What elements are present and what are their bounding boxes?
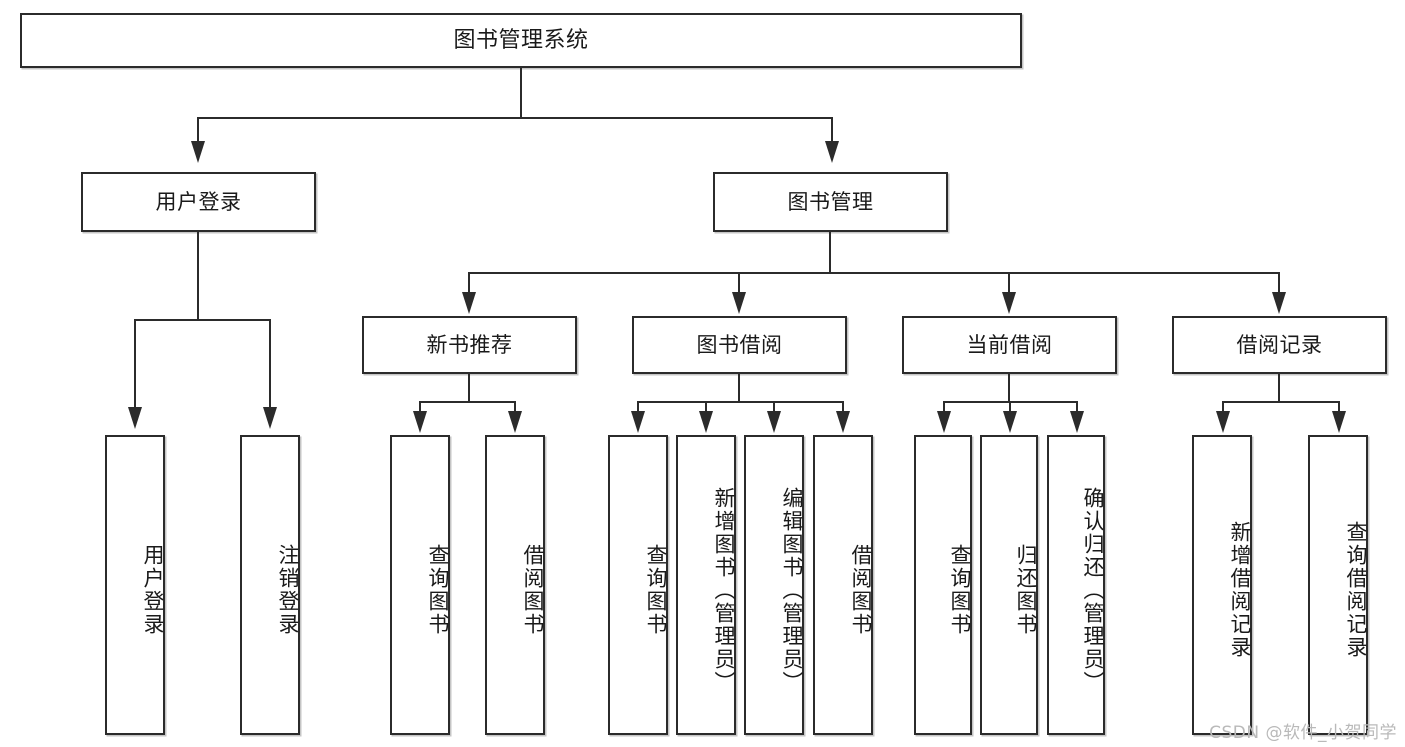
node-user-login[interactable]: 用户登录 [81, 172, 316, 232]
leaf-borrowrecord-add-record[interactable]: 新增借阅记录 [1192, 435, 1252, 735]
arrowhead-borrowrecord [1272, 292, 1286, 314]
arrowhead-leaf-newbookrec-2 [508, 411, 522, 433]
arrowhead-leaf-newbookrec-1 [413, 411, 427, 433]
arrowhead-leaf-currentborrow-1 [937, 411, 951, 433]
leaf-newbookrec-borrow-book[interactable]: 借阅图书 [485, 435, 545, 735]
leaf-label: 确认归还（管理员） [1081, 486, 1105, 694]
connector-borrowrecord-drop-1 [1222, 401, 1224, 413]
leaf-label: 查询图书 [948, 544, 972, 636]
connector-currentborrow-drop-2 [1009, 401, 1011, 413]
connector-bookborrow-drop-4 [842, 401, 844, 413]
connector-bookmanage-drop-4 [1278, 272, 1280, 294]
leaf-user-login-logout[interactable]: 注销登录 [240, 435, 300, 735]
arrowhead-leaf-bookborrow-1 [631, 411, 645, 433]
arrowhead-leaf-bookborrow-3 [767, 411, 781, 433]
connector-userlogin-drop-1 [134, 319, 136, 409]
leaf-label: 查询图书 [426, 544, 450, 636]
leaf-newbookrec-query-book[interactable]: 查询图书 [390, 435, 450, 735]
connector-borrowrecord-bar [1222, 401, 1340, 403]
connector-userlogin-drop-2 [269, 319, 271, 409]
arrowhead-bookborrow [732, 292, 746, 314]
node-label: 借阅记录 [1236, 332, 1323, 357]
node-new-book-recommend[interactable]: 新书推荐 [362, 316, 577, 374]
arrowhead-leaf-user-login-2 [263, 407, 277, 429]
leaf-label: 借阅图书 [521, 544, 545, 636]
leaf-bookborrow-edit-book-admin[interactable]: 编辑图书（管理员） [744, 435, 804, 735]
leaf-label: 新增图书（管理员） [712, 486, 736, 694]
connector-bookborrow-bar [637, 401, 844, 403]
node-label: 用户登录 [155, 189, 242, 214]
connector-currentborrow-drop-1 [943, 401, 945, 413]
leaf-currentborrow-query-book[interactable]: 查询图书 [914, 435, 972, 735]
connector-newbookrec-drop-1 [419, 401, 421, 413]
arrowhead-newbookrec [462, 292, 476, 314]
leaf-label: 借阅图书 [849, 544, 873, 636]
leaf-bookborrow-borrow-book[interactable]: 借阅图书 [813, 435, 873, 735]
connector-root-stem [520, 68, 522, 118]
arrowhead-bookmanage [825, 141, 839, 163]
connector-bookmanage-bar [468, 272, 1280, 274]
node-book-borrow[interactable]: 图书借阅 [632, 316, 847, 374]
connector-root-to-bookmanage [831, 117, 833, 143]
leaf-bookborrow-add-book-admin[interactable]: 新增图书（管理员） [676, 435, 736, 735]
connector-root-to-userlogin [197, 117, 199, 143]
node-label: 图书管理系统 [453, 27, 589, 53]
arrowhead-leaf-bookborrow-4 [836, 411, 850, 433]
connector-userlogin-stem [197, 232, 199, 320]
node-borrow-record[interactable]: 借阅记录 [1172, 316, 1387, 374]
node-label: 图书管理 [787, 189, 874, 214]
connector-userlogin-bar [134, 319, 271, 321]
arrowhead-leaf-currentborrow-2 [1003, 411, 1017, 433]
connector-borrowrecord-stem [1278, 374, 1280, 402]
node-label: 新书推荐 [426, 332, 513, 357]
leaf-bookborrow-query-book[interactable]: 查询图书 [608, 435, 668, 735]
arrowhead-leaf-borrowrecord-1 [1216, 411, 1230, 433]
node-book-manage[interactable]: 图书管理 [713, 172, 948, 232]
connector-root-bar [197, 117, 833, 119]
leaf-borrowrecord-query-record[interactable]: 查询借阅记录 [1308, 435, 1368, 735]
node-root-system[interactable]: 图书管理系统 [20, 13, 1022, 68]
connector-bookmanage-drop-2 [738, 272, 740, 294]
connector-bookborrow-drop-3 [773, 401, 775, 413]
connector-bookborrow-drop-2 [705, 401, 707, 413]
leaf-label: 注销登录 [276, 544, 300, 636]
node-current-borrow[interactable]: 当前借阅 [902, 316, 1117, 374]
arrowhead-userlogin [191, 141, 205, 163]
leaf-currentborrow-return-book[interactable]: 归还图书 [980, 435, 1038, 735]
connector-currentborrow-stem [1008, 374, 1010, 402]
leaf-label: 新增借阅记录 [1228, 521, 1252, 659]
leaf-label: 查询借阅记录 [1344, 521, 1368, 659]
leaf-label: 查询图书 [644, 544, 668, 636]
arrowhead-leaf-user-login-1 [128, 407, 142, 429]
connector-bookborrow-stem [738, 374, 740, 402]
leaf-label: 归还图书 [1014, 544, 1038, 636]
arrowhead-leaf-currentborrow-3 [1070, 411, 1084, 433]
arrowhead-currentborrow [1002, 292, 1016, 314]
arrowhead-leaf-borrowrecord-2 [1332, 411, 1346, 433]
connector-bookmanage-drop-3 [1008, 272, 1010, 294]
connector-newbookrec-stem [468, 374, 470, 402]
arrowhead-leaf-bookborrow-2 [699, 411, 713, 433]
connector-bookmanage-stem [829, 232, 831, 274]
connector-borrowrecord-drop-2 [1338, 401, 1340, 413]
leaf-label: 用户登录 [141, 544, 165, 636]
node-label: 图书借阅 [696, 332, 783, 357]
connector-bookborrow-drop-1 [637, 401, 639, 413]
leaf-label: 编辑图书（管理员） [780, 486, 804, 694]
connector-newbookrec-bar [419, 401, 516, 403]
leaf-currentborrow-confirm-return-admin[interactable]: 确认归还（管理员） [1047, 435, 1105, 735]
node-label: 当前借阅 [966, 332, 1053, 357]
connector-bookmanage-drop-1 [468, 272, 470, 294]
connector-currentborrow-drop-3 [1076, 401, 1078, 413]
leaf-user-login-login[interactable]: 用户登录 [105, 435, 165, 735]
connector-newbookrec-drop-2 [514, 401, 516, 413]
